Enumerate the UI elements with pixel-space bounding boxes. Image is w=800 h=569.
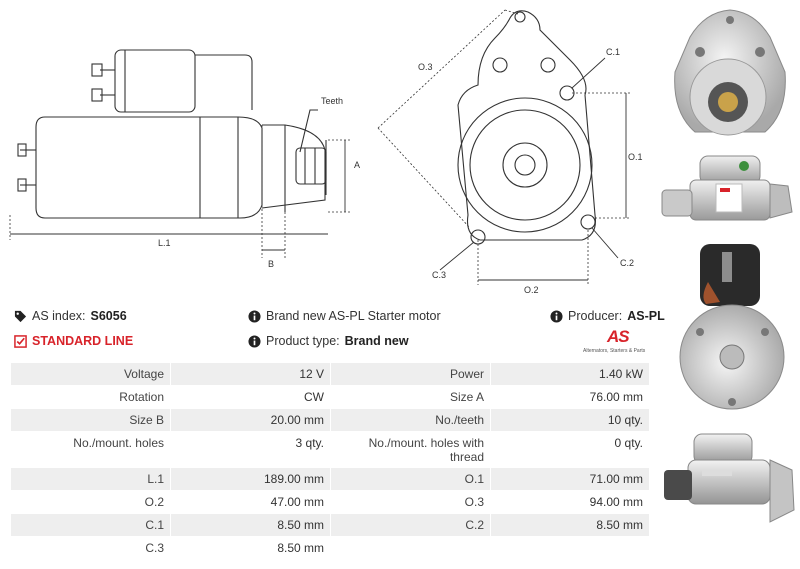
table-row: Rotation CW Size A 76.00 mm <box>10 385 650 409</box>
info-icon <box>248 309 261 323</box>
product-info: AS index: S6056 STANDARD LINE Brand new … <box>0 305 665 360</box>
spec-value: 1.40 kW <box>490 362 650 386</box>
logo-subtitle: Alternators, Starters & Parts <box>583 348 646 354</box>
product-type-label: Product type: <box>266 334 340 348</box>
dimension-c3-label: C.3 <box>432 270 446 280</box>
spec-value: 94.00 mm <box>490 490 650 514</box>
description-text: Brand new AS-PL Starter motor <box>266 309 441 323</box>
dimension-o2-label: O.2 <box>524 285 539 295</box>
spec-value: 8.50 mm <box>170 513 331 537</box>
spec-value <box>490 536 650 560</box>
tag-icon <box>14 310 27 322</box>
checkbox-checked-icon <box>14 334 27 348</box>
producer-row: Producer: AS-PL <box>550 309 665 323</box>
spec-label: L.1 <box>10 467 171 491</box>
producer-label: Producer: <box>568 309 623 323</box>
spec-value: 8.50 mm <box>170 536 331 560</box>
standard-line-row: STANDARD LINE <box>14 334 133 348</box>
table-row: Voltage 12 V Power 1.40 kW <box>10 362 650 386</box>
spec-value: 47.00 mm <box>170 490 331 514</box>
spec-value: 10 qty. <box>490 408 650 432</box>
spec-label: Size B <box>10 408 171 432</box>
dimension-o3-label: O.3 <box>418 62 433 72</box>
info-icon <box>248 334 261 348</box>
spec-label: No./mount. holes <box>10 431 171 468</box>
spec-value: 8.50 mm <box>490 513 650 537</box>
spec-label: Rotation <box>10 385 171 409</box>
info-icon <box>550 309 563 323</box>
spec-value: 3 qty. <box>170 431 331 468</box>
table-row: L.1 189.00 mm O.1 71.00 mm <box>10 467 650 491</box>
product-type-row: Product type: Brand new <box>248 334 409 348</box>
spec-label: No./teeth <box>330 408 491 432</box>
product-photo-angled <box>664 433 795 523</box>
as-index-value: S6056 <box>90 309 127 323</box>
spec-label: C.1 <box>10 513 171 537</box>
spec-label: C.3 <box>10 536 171 560</box>
table-row: C.1 8.50 mm C.2 8.50 mm <box>10 513 650 537</box>
spec-value: 0 qty. <box>490 431 650 468</box>
standard-line-label: STANDARD LINE <box>32 334 134 348</box>
spec-label: Power <box>330 362 491 386</box>
dimension-c1-label: C.1 <box>606 47 620 57</box>
spec-label: O.1 <box>330 467 491 491</box>
spec-label <box>330 536 491 560</box>
spec-label: Size A <box>330 385 491 409</box>
spec-value: 76.00 mm <box>490 385 650 409</box>
dimension-o1-label: O.1 <box>628 152 643 162</box>
specifications-table: Voltage 12 V Power 1.40 kW Rotation CW S… <box>10 362 650 560</box>
product-photo-side <box>661 155 793 221</box>
table-row: C.3 8.50 mm <box>10 536 650 560</box>
producer-value: AS-PL <box>627 309 665 323</box>
table-row: Size B 20.00 mm No./teeth 10 qty. <box>10 408 650 432</box>
dimension-b-label: B <box>268 259 274 269</box>
dimension-c2-label: C.2 <box>620 258 634 268</box>
spec-value: 20.00 mm <box>170 408 331 432</box>
side-and-front-view-drawing: Teeth A B L.1 <box>9 9 643 295</box>
spec-value: CW <box>170 385 331 409</box>
as-index-row: AS index: S6056 <box>14 309 127 323</box>
spec-value: 71.00 mm <box>490 467 650 491</box>
table-row: O.2 47.00 mm O.3 94.00 mm <box>10 490 650 514</box>
spec-label: O.2 <box>10 490 171 514</box>
product-photo-rear <box>679 244 785 410</box>
teeth-label: Teeth <box>321 96 343 106</box>
logo-text: AS <box>607 327 630 346</box>
table-row: No./mount. holes 3 qty. No./mount. holes… <box>10 431 650 468</box>
as-pl-logo: AS Alternators, Starters & Parts <box>583 327 655 355</box>
product-photo-front <box>674 9 786 136</box>
spec-value: 12 V <box>170 362 331 386</box>
dimension-l1-label: L.1 <box>158 238 171 248</box>
as-index-label: AS index: <box>32 309 86 323</box>
dimension-a-label: A <box>354 160 360 170</box>
spec-label: Voltage <box>10 362 171 386</box>
description-row: Brand new AS-PL Starter motor <box>248 309 441 323</box>
technical-drawings: Teeth A B L.1 <box>0 0 655 300</box>
product-type-value: Brand new <box>344 334 409 348</box>
spec-label: C.2 <box>330 513 491 537</box>
spec-label: No./mount. holes with thread <box>330 431 491 468</box>
spec-value: 189.00 mm <box>170 467 331 491</box>
product-photos <box>660 0 800 569</box>
spec-label: O.3 <box>330 490 491 514</box>
